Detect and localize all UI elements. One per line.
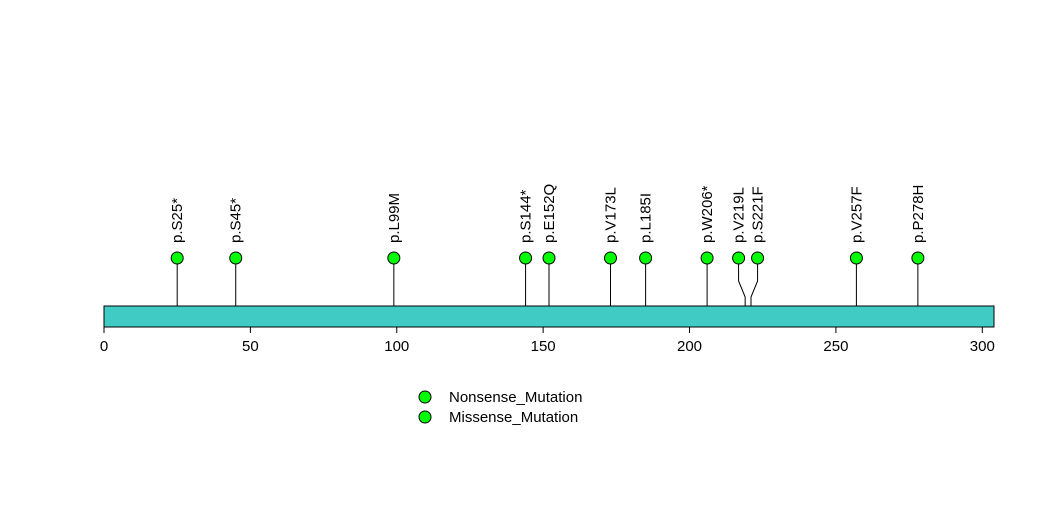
mutation-label: p.S45*: [228, 198, 245, 243]
mutation-label: p.P278H: [910, 185, 927, 243]
x-axis: 0 50 100 150 200 250 300: [100, 326, 995, 355]
mutation-stem: [750, 258, 759, 306]
mutation-label: p.V257F: [848, 186, 865, 243]
mutation-head: [519, 251, 533, 265]
protein-bar: [103, 305, 995, 328]
mutation-heads: [170, 251, 925, 265]
mutation-head: [911, 251, 925, 265]
mutation-labels: p.S25* p.S45* p.L99M p.S144* p.E152Q p.V173L p…: [169, 184, 927, 243]
mutation-label: p.L185I: [638, 193, 655, 243]
legend-label: Missense_Mutation: [449, 409, 578, 426]
mutation-head: [849, 251, 863, 265]
mutation-label: p.W206*: [699, 185, 716, 243]
x-tick-label: 250: [823, 338, 848, 355]
legend-marker: [418, 390, 432, 404]
mutation-head: [639, 251, 653, 265]
x-tick-label: 300: [970, 338, 995, 355]
x-tick-label: 150: [531, 338, 556, 355]
mutation-label: p.S25*: [169, 198, 186, 243]
legend-marker: [418, 410, 432, 424]
mutation-head: [751, 251, 765, 265]
mutation-head: [700, 251, 714, 265]
mutation-head: [603, 251, 617, 265]
x-tick-label: 200: [677, 338, 702, 355]
mutation-label: p.L99M: [386, 193, 403, 243]
mutation-head: [732, 251, 746, 265]
mutation-head: [542, 251, 556, 265]
mutation-head: [170, 251, 184, 265]
x-tick-label: 0: [100, 338, 108, 355]
mutation-label: p.S221F: [750, 186, 767, 243]
legend-label: Nonsense_Mutation: [449, 389, 582, 406]
x-tick-label: 50: [242, 338, 259, 355]
mutation-label: p.E152Q: [541, 184, 558, 243]
mutation-label: p.V219L: [731, 187, 748, 243]
mutation-stems: [176, 258, 919, 306]
mutation-label: p.S144*: [518, 189, 535, 243]
mutation-head: [229, 251, 243, 265]
x-tick-label: 100: [384, 338, 409, 355]
mutation-stem: [738, 258, 746, 306]
mutation-head: [387, 251, 401, 265]
mutation-label: p.V173L: [602, 187, 619, 243]
